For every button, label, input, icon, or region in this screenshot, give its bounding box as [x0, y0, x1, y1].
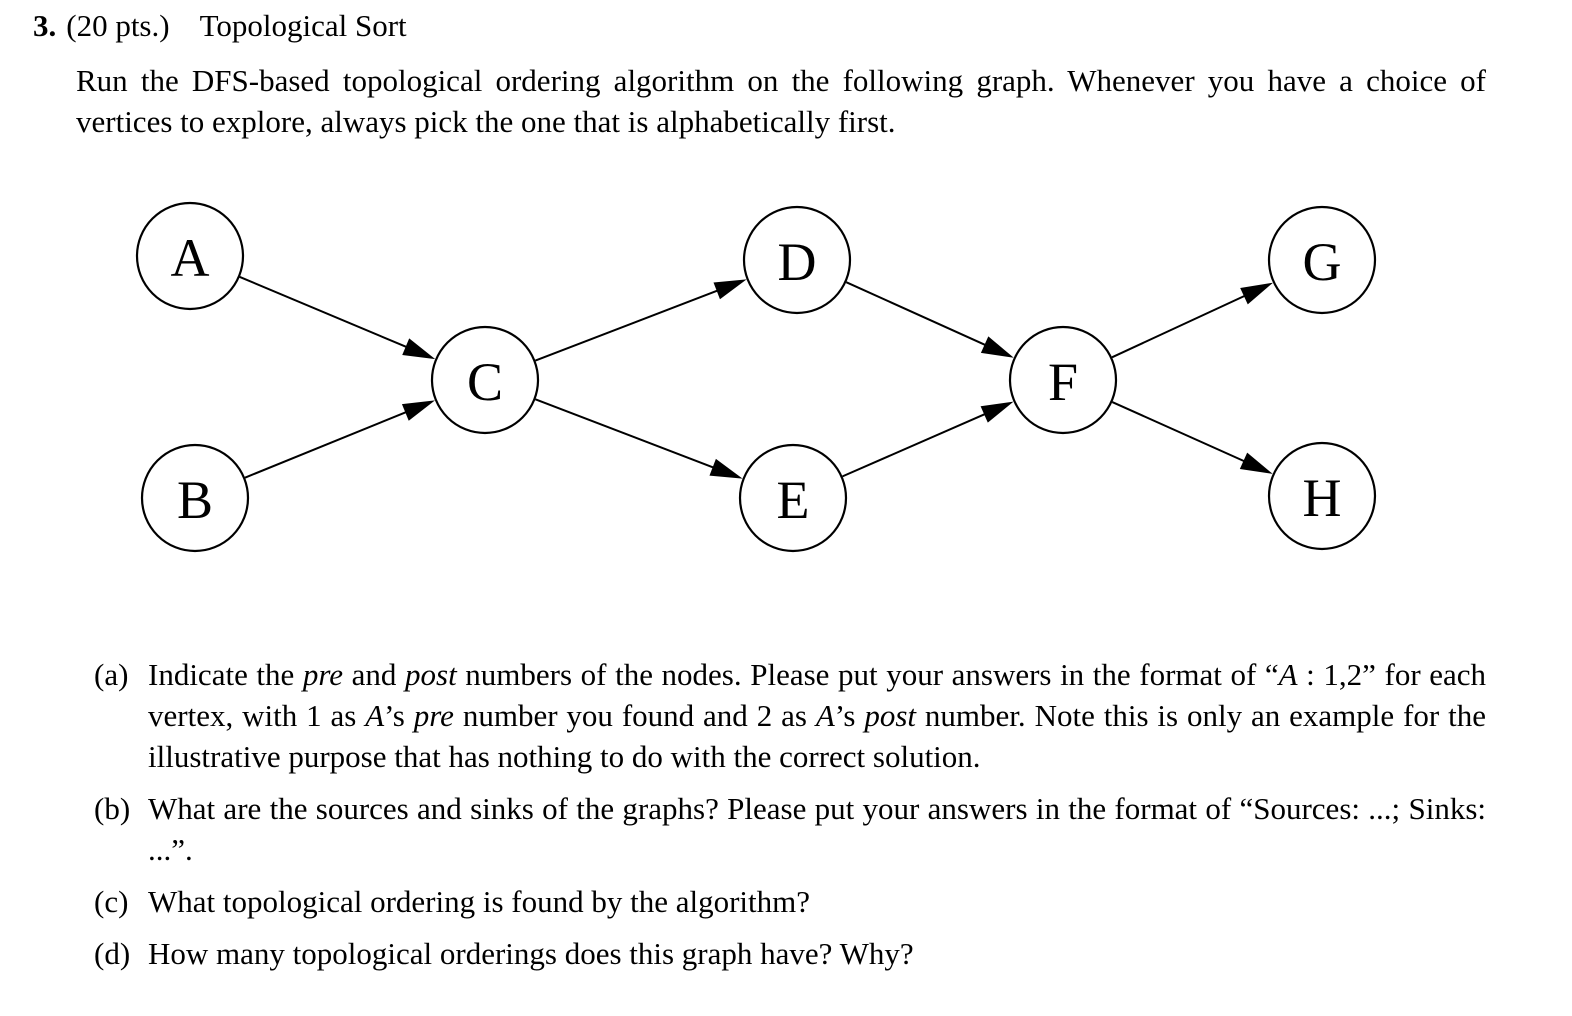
part-a-pre-term: pre — [302, 657, 344, 692]
node-circle — [1267, 441, 1377, 551]
arrowhead — [709, 458, 743, 479]
node-a: A — [135, 201, 245, 311]
question-number: 3. — [33, 8, 57, 43]
node-circle — [140, 443, 250, 553]
nodes-layer: A B C D E F G H — [135, 201, 1377, 553]
node-label: A — [171, 228, 210, 288]
edge-line — [244, 409, 410, 479]
arrowhead — [401, 400, 435, 421]
node-c: C — [430, 325, 540, 435]
part-b: (b) What are the sources and sinks of th… — [94, 788, 1486, 870]
edge-f-h — [1111, 401, 1273, 474]
part-c-mark: (c) — [94, 884, 129, 919]
edge-a-c — [239, 276, 436, 360]
part-a-vertex-ref-2: A — [815, 698, 835, 733]
part-c-text: What topological ordering is found by th… — [148, 884, 811, 919]
node-label: E — [777, 470, 810, 530]
edge-line — [845, 281, 989, 348]
node-circle — [430, 325, 540, 435]
arrowhead — [1240, 282, 1274, 305]
part-a-text-4: : 1,2” for each vertex, with 1 as — [148, 657, 1487, 733]
arrowhead — [1239, 452, 1273, 474]
edge-f-g — [1111, 282, 1274, 359]
edge-c-d — [535, 279, 747, 362]
node-h: H — [1267, 441, 1377, 551]
node-b: B — [140, 443, 250, 553]
part-a-text-2: and — [343, 657, 406, 692]
arrowhead — [713, 279, 747, 300]
node-e: E — [738, 443, 848, 553]
part-b-mark: (b) — [94, 791, 131, 826]
node-g: G — [1267, 205, 1377, 315]
part-d-mark: (d) — [94, 936, 131, 971]
part-c: (c) What topological ordering is found b… — [94, 881, 1486, 922]
node-label: H — [1303, 468, 1342, 528]
part-a: (a) Indicate the pre and post numbers of… — [94, 654, 1486, 777]
part-a-mark: (a) — [94, 657, 129, 692]
part-a-text-6: number you found and 2 as — [453, 698, 816, 733]
edge-line — [1111, 293, 1249, 359]
node-label: F — [1048, 352, 1078, 412]
arrowhead — [980, 336, 1014, 358]
edges-layer — [239, 276, 1274, 479]
node-label: D — [778, 232, 817, 292]
part-b-text: What are the sources and sinks of the gr… — [148, 791, 1486, 867]
node-label: C — [467, 352, 503, 412]
part-a-pre-term-2: pre — [413, 698, 454, 733]
part-a-text: Indicate the pre and post numbers of the… — [148, 654, 1486, 777]
node-f: F — [1008, 325, 1118, 435]
edge-line — [535, 398, 717, 470]
arrowhead — [402, 338, 436, 360]
part-a-text-5: ’s — [384, 698, 414, 733]
node-circle — [1267, 205, 1377, 315]
question-title: Topological Sort — [199, 8, 407, 43]
node-circle — [135, 201, 245, 311]
arrowhead — [980, 401, 1014, 423]
part-d: (d) How many topological orderings does … — [94, 933, 1486, 974]
question-parts: (a) Indicate the pre and post numbers of… — [94, 654, 1486, 974]
part-d-text: How many topological orderings does this… — [148, 936, 914, 971]
part-a-example-vertex: A — [1278, 657, 1298, 692]
part-a-text-8: number. Note this is only an example for… — [148, 698, 1486, 774]
node-circle — [742, 205, 852, 315]
question-heading: 3. (20 pts.) Topological Sort — [33, 6, 407, 46]
part-a-vertex-ref-1: A — [365, 698, 385, 733]
node-circle — [738, 443, 848, 553]
node-circle — [1008, 325, 1118, 435]
edge-line — [239, 276, 410, 350]
part-a-text-7: ’s — [834, 698, 865, 733]
question-intro: Run the DFS-based topological ordering a… — [76, 63, 1486, 139]
part-a-post-term: post — [405, 657, 457, 692]
question-points: (20 pts.) — [66, 8, 170, 43]
edge-line — [1111, 401, 1248, 464]
edge-line — [535, 288, 721, 362]
edge-b-c — [244, 400, 435, 479]
dag-diagram: A B C D E F G H — [135, 201, 1377, 553]
node-d: D — [742, 205, 852, 315]
part-a-post-term-2: post — [864, 698, 917, 733]
edge-d-f — [845, 281, 1014, 358]
node-label: B — [177, 470, 213, 530]
edge-c-e — [535, 398, 743, 479]
part-a-text-3: numbers of the nodes. Please put your an… — [456, 657, 1279, 692]
part-a-text-1: Indicate the — [148, 657, 303, 692]
node-label: G — [1303, 232, 1342, 292]
edge-e-f — [842, 401, 1014, 478]
edge-line — [842, 411, 989, 478]
